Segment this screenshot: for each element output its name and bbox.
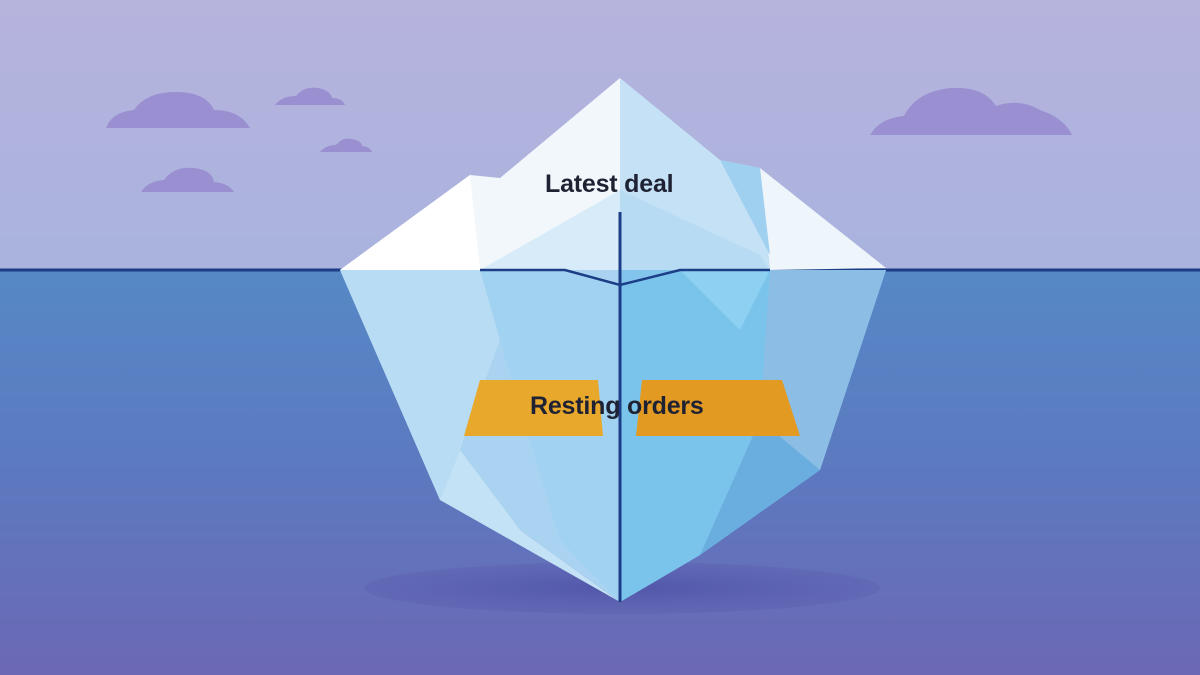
iceberg-tip [340, 78, 886, 270]
cloud [106, 92, 250, 128]
latest-deal-label: Latest deal [545, 170, 674, 198]
cloud [870, 87, 1072, 135]
cloud [320, 138, 372, 152]
cloud [275, 87, 345, 105]
cloud [141, 167, 234, 192]
resting-orders-band-left [464, 380, 603, 436]
resting-orders-band-right [636, 380, 800, 436]
resting-orders-label: Resting orders [530, 392, 704, 420]
